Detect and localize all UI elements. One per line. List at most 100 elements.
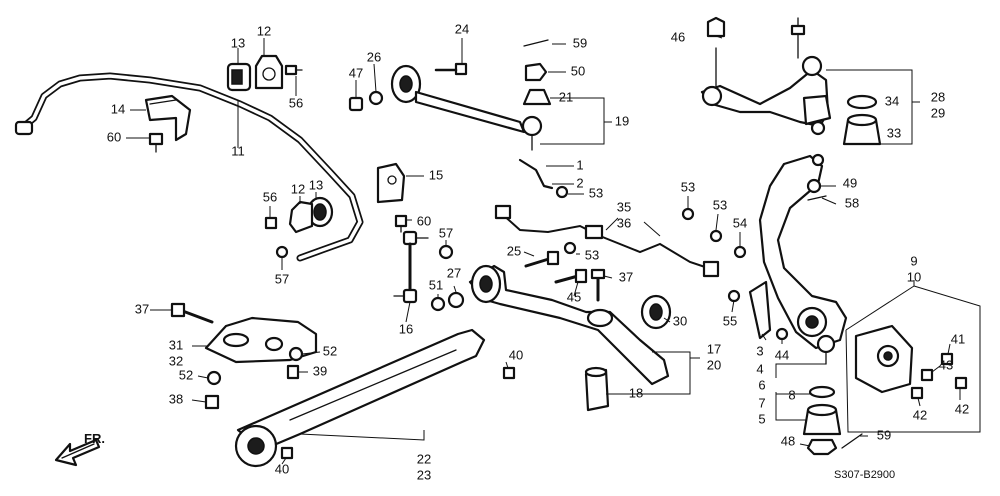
upper-control-arm	[700, 55, 832, 136]
stabilizer-link	[393, 230, 429, 304]
bolt-45	[554, 268, 588, 284]
bushing-18	[584, 366, 610, 412]
boot-21	[522, 88, 552, 106]
callout-20: 20	[707, 357, 721, 372]
nut-47	[348, 96, 364, 112]
bolt-53-c	[709, 229, 723, 243]
nut-46	[706, 16, 726, 38]
callout-42b: 42	[955, 401, 969, 416]
bolt-40-left	[280, 446, 294, 460]
washer-26	[368, 90, 384, 106]
callout-8: 8	[788, 387, 795, 402]
callout-29: 29	[931, 105, 945, 120]
callout-48: 48	[781, 433, 795, 448]
bolt-55	[727, 289, 741, 303]
bolt-53-a	[555, 185, 569, 199]
callout-39: 39	[313, 363, 327, 378]
bolt-54	[733, 245, 747, 259]
callout-53b: 53	[681, 179, 695, 194]
washer-52-right	[288, 346, 304, 362]
callout-26: 26	[367, 49, 381, 64]
front-direction-arrow	[54, 438, 101, 467]
callout-59a: 59	[573, 35, 587, 50]
pin-59-top	[523, 39, 549, 47]
nut-50	[524, 62, 548, 82]
nut-49	[806, 178, 822, 194]
callout-4: 4	[756, 361, 763, 376]
bolt-56-lower	[264, 216, 278, 230]
bolt-60-center	[394, 214, 408, 233]
callout-46: 46	[671, 29, 685, 44]
callout-52a: 52	[323, 343, 337, 358]
callout-23: 23	[417, 467, 431, 482]
callout-12b: 12	[291, 181, 305, 196]
stabilizer-bar	[14, 72, 364, 262]
callout-42a: 42	[913, 407, 927, 422]
abs-sensor-harness	[494, 204, 720, 278]
callout-50: 50	[571, 63, 585, 78]
bracket-3	[748, 280, 772, 340]
callout-6: 6	[758, 377, 765, 392]
callout-19: 19	[615, 113, 629, 128]
seal-34	[846, 94, 878, 110]
bracket-14	[144, 94, 192, 142]
callout-55: 55	[723, 313, 737, 328]
bolt-39	[286, 364, 300, 380]
bolt-42-left	[910, 386, 924, 400]
callout-labels: 1 2 3 4 5 6 7 8 9 10 11 12 12 13 13 14 1…	[107, 21, 969, 482]
callout-43: 43	[939, 357, 953, 372]
stabilizer-bushing-lower	[306, 196, 334, 228]
lower-control-arm	[468, 264, 670, 386]
bolt-40-right	[502, 366, 516, 380]
callout-60b: 60	[417, 213, 431, 228]
radius-arm	[390, 64, 543, 151]
nut-57-center	[438, 244, 454, 260]
boot-5	[802, 403, 842, 436]
callout-59b: 59	[877, 427, 891, 442]
bracket-1-2	[518, 158, 554, 190]
stabilizer-bushing-upper	[226, 62, 252, 92]
callout-33: 33	[887, 125, 901, 140]
callout-5: 5	[758, 411, 765, 426]
callout-51: 51	[429, 277, 443, 292]
callout-35: 35	[617, 199, 631, 214]
callout-53c: 53	[713, 197, 727, 212]
ball-joint-4	[816, 334, 836, 365]
callout-49: 49	[843, 175, 857, 190]
callout-7: 7	[758, 395, 765, 410]
bolt-56-upper	[284, 64, 303, 76]
compensator-arm	[234, 328, 486, 468]
callout-13b: 13	[309, 177, 323, 192]
callout-15: 15	[429, 167, 443, 182]
callout-9: 9	[910, 253, 917, 268]
callout-3: 3	[756, 343, 763, 358]
callout-31: 31	[169, 337, 183, 352]
callout-10: 10	[907, 269, 921, 284]
callout-16: 16	[399, 321, 413, 336]
bolt-38	[204, 394, 220, 410]
callout-14: 14	[111, 101, 125, 116]
direction-label: FR.	[84, 431, 105, 446]
pin-58	[807, 195, 827, 201]
subframe-bracket	[204, 316, 318, 364]
bushing-33	[842, 113, 882, 146]
callout-44: 44	[775, 347, 789, 362]
callout-52b: 52	[179, 367, 193, 382]
nut-48	[806, 438, 838, 456]
stabilizer-holder-upper	[254, 54, 284, 90]
steering-knuckle	[758, 153, 848, 350]
callout-24: 24	[455, 21, 469, 36]
callout-40a: 40	[509, 347, 523, 362]
callout-18: 18	[629, 385, 643, 400]
callout-27: 27	[447, 265, 461, 280]
hub-splash-guard	[854, 324, 914, 394]
callout-57a: 57	[275, 271, 289, 286]
callout-28: 28	[931, 89, 945, 104]
bolt-24	[434, 62, 468, 76]
callout-25: 25	[507, 243, 521, 258]
washer-27	[447, 291, 465, 309]
callout-17: 17	[707, 341, 721, 356]
bolt-37-right	[590, 268, 606, 302]
callout-1: 1	[576, 157, 583, 172]
